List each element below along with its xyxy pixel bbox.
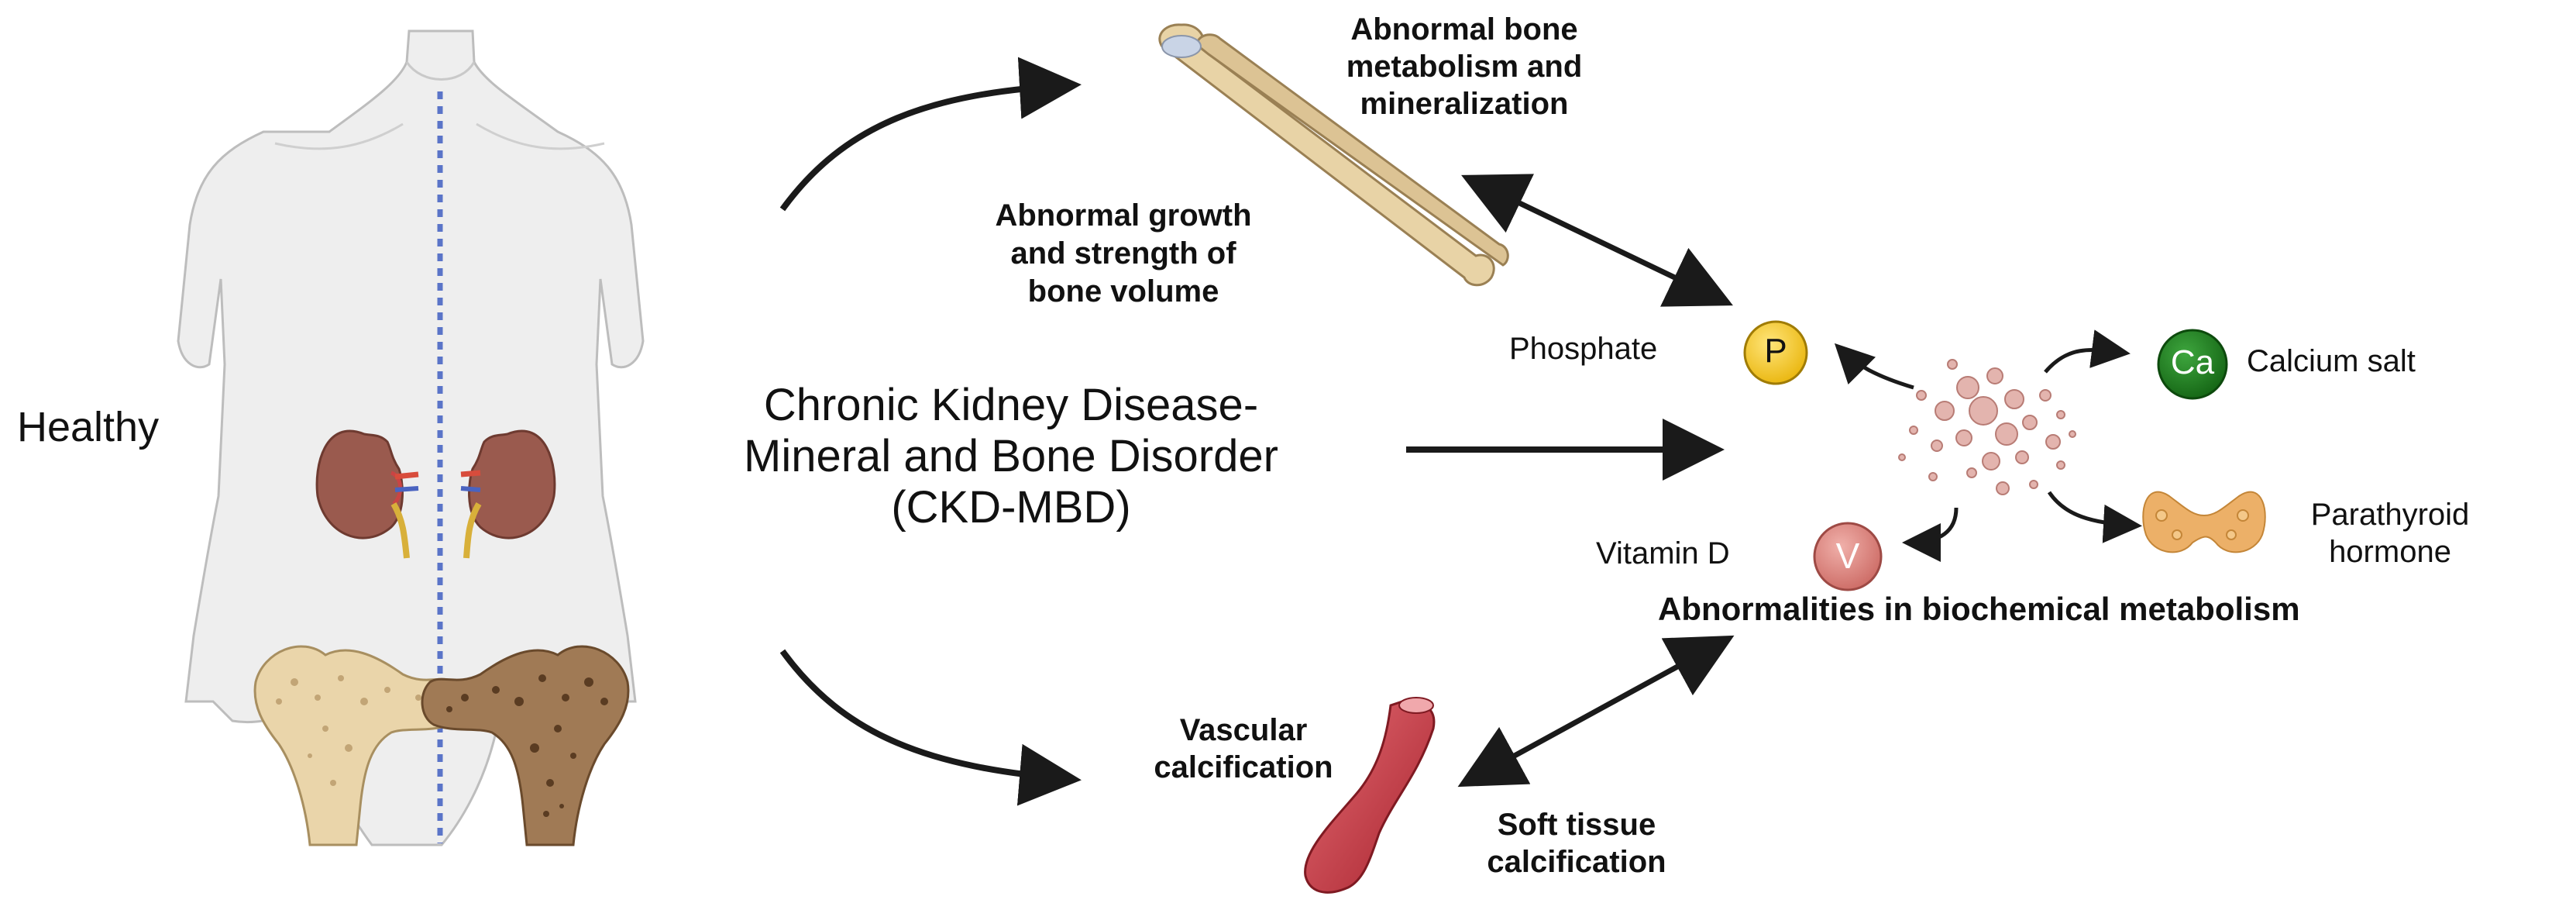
ckd-title-line-1: Chronic Kidney Disease-	[763, 380, 1259, 430]
mineral-deposit-cluster	[1898, 359, 2076, 495]
arrow-to-calcium	[2044, 329, 2131, 374]
bone-growth-label: Abnormal growth and strength of bone vol…	[930, 197, 1317, 311]
soft-tissue-line-1: Soft tissue	[1497, 808, 1656, 842]
vitamin-d-symbol: V	[1835, 536, 1860, 576]
vitamin-d-label: Vitamin D	[1596, 536, 1730, 570]
neck-line	[405, 61, 476, 81]
parathyroid-gland-illustration	[2142, 491, 2266, 553]
soft-tissue-calcification-label: Soft tissue calcification	[1433, 806, 1720, 881]
bone-growth-line-2: and strength of	[1010, 236, 1236, 271]
bone-biochem-double-arrow	[1461, 174, 1733, 307]
right-femur-osteoporotic	[421, 645, 630, 846]
arrow-to-parathyroid	[2047, 491, 2142, 543]
ckd-title-line-3: (CKD-MBD)	[891, 482, 1131, 533]
parathyroid-line-2: hormone	[2329, 535, 2451, 569]
phosphate-symbol: P	[1764, 332, 1787, 370]
vascular-line-2: calcification	[1154, 750, 1333, 784]
arrow-to-vessel	[779, 649, 1082, 806]
arrow-to-phosphate	[1834, 343, 1914, 390]
ckd-mbd-title: Chronic Kidney Disease- Mineral and Bone…	[620, 380, 1402, 533]
bone-metabolism-label: Abnormal bone metabolism and mineralizat…	[1271, 11, 1658, 122]
left-kidney	[315, 429, 419, 559]
vascular-line-1: Vascular	[1179, 713, 1308, 747]
bone-metabolism-line-3: mineralization	[1360, 87, 1569, 121]
phosphate-label: Phosphate	[1509, 332, 1658, 366]
phosphate-badge	[1743, 320, 1808, 385]
left-clavicle	[274, 122, 404, 150]
arrow-to-bone	[779, 57, 1082, 212]
arrow-to-vitamin-d	[1902, 507, 1959, 562]
blood-vessel-illustration	[1304, 697, 1436, 894]
torso-illustration	[177, 29, 645, 846]
bone-metabolism-line-1: Abnormal bone	[1350, 12, 1578, 47]
right-kidney	[460, 429, 556, 559]
vessel-biochem-double-arrow	[1457, 635, 1735, 788]
healthy-label: Healthy	[17, 404, 160, 450]
parathyroid-label: Parathyroid hormone	[2274, 496, 2506, 570]
calcium-label: Calcium salt	[2247, 344, 2416, 378]
parathyroid-line-1: Parathyroid	[2310, 498, 2470, 532]
biochemical-abnormalities-label: Abnormalities in biochemical metabolism	[1658, 591, 2300, 627]
bone-growth-line-1: Abnormal growth	[995, 198, 1252, 233]
soft-tissue-line-2: calcification	[1487, 845, 1666, 879]
vitamin-d-badge	[1813, 522, 1883, 591]
calcium-symbol: Ca	[2170, 343, 2215, 381]
bone-metabolism-line-2: metabolism and	[1346, 50, 1583, 84]
calcium-badge	[2157, 329, 2228, 400]
vascular-calcification-label: Vascular calcification	[1096, 712, 1391, 786]
right-clavicle	[476, 122, 605, 150]
bone-growth-line-3: bone volume	[1027, 274, 1219, 309]
ckd-title-line-2: Mineral and Bone Disorder	[744, 431, 1278, 481]
